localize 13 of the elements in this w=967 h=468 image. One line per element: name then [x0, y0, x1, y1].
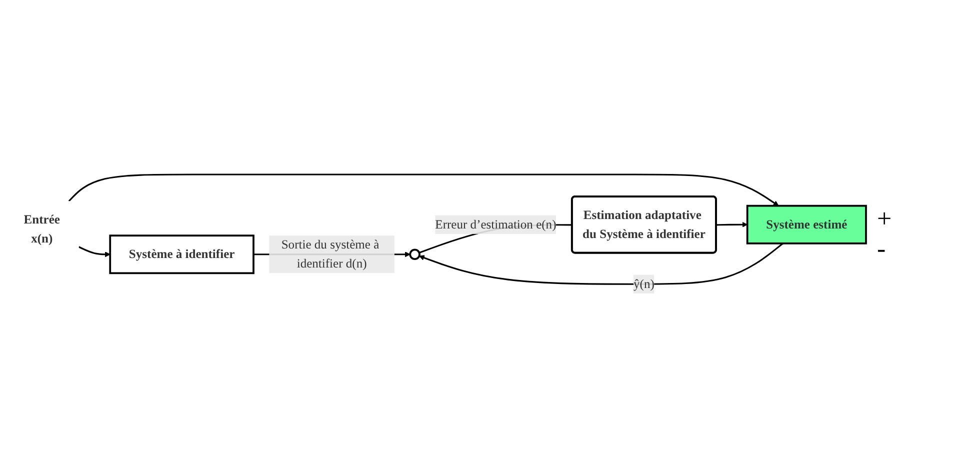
edge-label: Erreur d’estimation e(n): [435, 218, 556, 232]
node-text: Entrée x(n): [24, 213, 60, 246]
node-box: Système à identifier: [109, 234, 254, 274]
node-box: Système estimé: [746, 204, 867, 244]
sign-label: +: [877, 204, 893, 234]
arrow: [716, 222, 748, 228]
edge-label: Sortie du système à identifier d(n): [281, 238, 380, 271]
arrow: [68, 174, 779, 206]
arrow: [78, 246, 110, 258]
arrow: [418, 242, 784, 285]
edge-label: ŷ(n): [634, 277, 654, 292]
sign-label: -: [877, 234, 887, 264]
node-circle: [409, 248, 420, 260]
